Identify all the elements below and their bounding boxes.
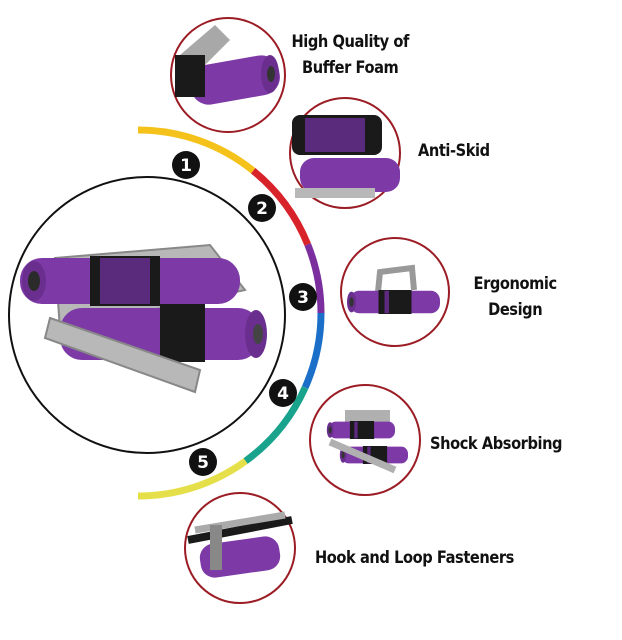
badge-2: 2	[248, 194, 276, 222]
feature-arc	[137, 126, 325, 500]
detail-shock-absorbing	[309, 384, 421, 496]
label-anti-skid: Anti-Skid	[418, 141, 490, 161]
detail-buffer-foam	[170, 17, 286, 133]
label-line: Buffer Foam	[302, 58, 399, 78]
label-hook-loop: Hook and Loop Fasteners	[315, 548, 514, 568]
arc-segment-4	[301, 312, 325, 389]
arc-segment-2	[250, 168, 311, 246]
label-line: Ergonomic	[473, 274, 558, 294]
main-product-frame	[8, 176, 286, 454]
badge-3: 3	[289, 283, 317, 311]
label-shock-absorbing: Shock Absorbing	[430, 434, 563, 454]
detail-hook-loop	[184, 492, 296, 604]
label-buffer-foam: High Quality of Buffer Foam	[290, 29, 410, 81]
svg-text:2: 2	[256, 199, 268, 219]
svg-text:4: 4	[277, 384, 289, 404]
svg-text:3: 3	[297, 288, 309, 308]
detail-ergonomic	[340, 237, 450, 347]
detail-anti-skid	[289, 97, 401, 209]
arc-segment-1	[137, 126, 256, 174]
arc-segment-3	[304, 243, 325, 314]
badge-5: 5	[189, 448, 217, 476]
label-line: Design	[488, 300, 543, 320]
arc-segment-5	[243, 386, 309, 464]
svg-text:1: 1	[180, 156, 192, 176]
main-product-image	[20, 243, 267, 394]
badge-4: 4	[269, 379, 297, 407]
arc-segment-6	[137, 458, 248, 500]
label-line: High Quality of	[291, 32, 409, 52]
badge-1: 1	[172, 151, 200, 179]
label-ergonomic: Ergonomic Design	[470, 271, 560, 323]
svg-text:5: 5	[197, 453, 209, 473]
